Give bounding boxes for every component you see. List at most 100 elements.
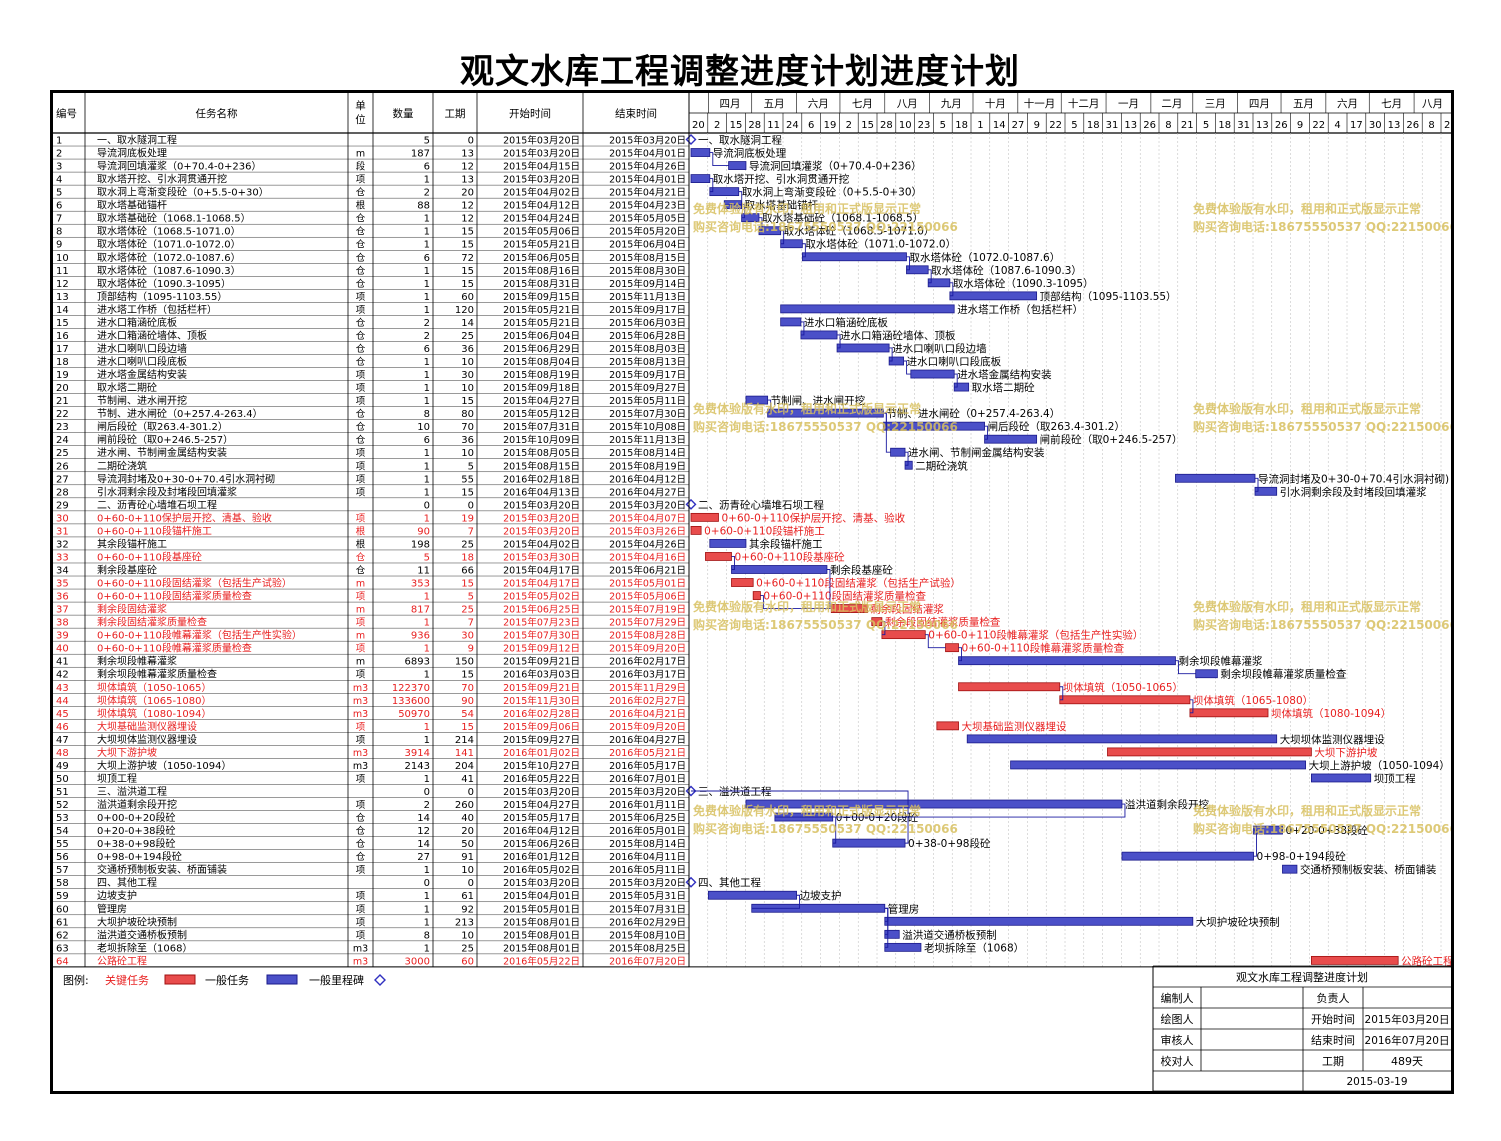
dependency-link xyxy=(949,282,954,297)
task-end: 2015年04月01日 xyxy=(609,174,686,186)
task-unit: 仓 xyxy=(356,226,366,238)
task-bar[interactable] xyxy=(936,721,959,731)
legend-milestone-label: 一般里程碑 xyxy=(309,974,364,987)
task-bar[interactable] xyxy=(1175,473,1256,483)
task-unit: 仓 xyxy=(356,239,366,251)
task-bar[interactable] xyxy=(707,890,797,900)
task-end: 2015年08月03日 xyxy=(609,343,686,355)
task-end: 2016年01月11日 xyxy=(609,799,686,811)
task-bar[interactable] xyxy=(890,447,906,457)
task-bar[interactable] xyxy=(832,838,906,848)
task-bar[interactable] xyxy=(731,578,754,587)
column-header-qty: 数量 xyxy=(393,107,414,120)
task-bar[interactable] xyxy=(1107,747,1312,757)
task-duration: 15 xyxy=(461,579,474,590)
task-duration: 15 xyxy=(461,487,474,498)
task-bar[interactable] xyxy=(836,343,890,353)
task-quantity: 1 xyxy=(424,240,430,251)
task-number: 56 xyxy=(56,852,69,863)
task-bar[interactable] xyxy=(801,252,907,262)
dependency-link xyxy=(741,204,746,219)
task-start: 2015年05月17日 xyxy=(503,812,580,824)
task-bar[interactable] xyxy=(984,434,1038,444)
tick-label: 24 xyxy=(786,120,799,131)
task-duration: 10 xyxy=(461,930,474,941)
task-bar[interactable] xyxy=(1282,864,1298,874)
task-bar[interactable] xyxy=(884,942,922,952)
task-quantity: 1 xyxy=(424,592,430,603)
watermark-line2: 购买咨询电话:18675550537 QQ:22150066 xyxy=(1193,617,1451,632)
task-quantity: 6 xyxy=(424,435,430,446)
task-duration: 70 xyxy=(461,422,474,433)
task-number: 61 xyxy=(56,917,69,928)
task-quantity: 8 xyxy=(424,409,430,420)
task-number: 45 xyxy=(56,709,69,720)
task-unit: 项 xyxy=(356,774,366,785)
column-header-unit: 单 xyxy=(355,100,366,112)
task-bar-label: 节制闸、进水闸开挖 xyxy=(771,394,866,407)
task-bar[interactable] xyxy=(1010,760,1307,770)
task-end: 2015年08月15日 xyxy=(609,252,686,264)
task-bar[interactable] xyxy=(910,369,955,379)
info-plan-title: 观文水库工程调整进度计划 xyxy=(1236,970,1368,984)
task-bar-label: 引水洞剩余段及封堵段回填灌浆 xyxy=(1280,485,1427,498)
task-end: 2015年10月08日 xyxy=(609,421,686,433)
task-bar[interactable] xyxy=(731,565,828,574)
info-duration-value: 489天 xyxy=(1391,1055,1423,1068)
task-bar[interactable] xyxy=(949,291,1038,301)
task-quantity: 1 xyxy=(424,865,430,876)
milestone-marker[interactable] xyxy=(685,498,697,510)
task-unit: 项 xyxy=(356,175,366,186)
task-start: 2015年08月15日 xyxy=(503,460,580,472)
task-bar[interactable] xyxy=(690,525,702,535)
task-bar[interactable] xyxy=(780,317,802,327)
task-bar[interactable] xyxy=(1195,669,1218,679)
task-bar[interactable] xyxy=(871,617,883,627)
task-bar[interactable] xyxy=(1311,773,1372,783)
task-number: 49 xyxy=(56,761,69,772)
milestone-marker[interactable] xyxy=(685,134,697,145)
tick-label: 31 xyxy=(1106,120,1119,131)
task-bar[interactable] xyxy=(800,330,838,340)
task-quantity: 0 xyxy=(424,878,430,889)
task-unit: 仓 xyxy=(356,252,366,264)
task-bar[interactable] xyxy=(728,161,747,170)
task-start: 2015年09月06日 xyxy=(503,721,580,733)
task-duration: 20 xyxy=(461,826,474,837)
task-bar[interactable] xyxy=(1121,851,1254,861)
task-bar[interactable] xyxy=(1059,695,1191,705)
task-bar[interactable] xyxy=(690,174,711,183)
task-bar[interactable] xyxy=(966,734,1278,744)
task-bar[interactable] xyxy=(690,148,711,157)
task-number: 43 xyxy=(56,683,69,694)
milestone-marker[interactable] xyxy=(685,876,697,888)
task-bar[interactable] xyxy=(780,304,955,314)
task-number: 34 xyxy=(56,565,69,576)
task-end: 2016年02月17日 xyxy=(609,656,686,668)
task-bar[interactable] xyxy=(958,682,1061,692)
task-end: 2015年07月31日 xyxy=(609,903,686,915)
task-end: 2015年03月20日 xyxy=(609,786,686,798)
task-bar[interactable] xyxy=(709,539,747,548)
tick-label: 8 xyxy=(1428,120,1434,131)
task-start: 2016年01月12日 xyxy=(503,851,580,863)
task-bar[interactable] xyxy=(1311,955,1399,965)
task-name: 坝体填筑（1050-1065） xyxy=(97,681,212,694)
task-bar[interactable] xyxy=(705,552,732,561)
milestone-label: 二、沥青砼心墙堆石坝工程 xyxy=(698,498,824,511)
task-unit: 仓 xyxy=(356,265,366,277)
task-end: 2015年07月29日 xyxy=(609,617,686,629)
task-end: 2016年05月11日 xyxy=(609,864,686,876)
task-start: 2016年04月13日 xyxy=(503,486,580,498)
task-name: 顶部结构（1095-1103.55） xyxy=(97,290,227,303)
task-bar[interactable] xyxy=(958,656,1176,666)
task-bar[interactable] xyxy=(752,591,761,600)
task-bar[interactable] xyxy=(690,512,719,522)
task-name: 0+20-0+38段砼 xyxy=(97,824,176,837)
task-bar[interactable] xyxy=(1189,708,1269,718)
month-label: 四月 xyxy=(720,98,741,110)
task-bar[interactable] xyxy=(709,187,740,197)
task-unit: 仓 xyxy=(356,408,366,420)
task-bar[interactable] xyxy=(945,643,959,653)
task-bar[interactable] xyxy=(884,916,1194,926)
